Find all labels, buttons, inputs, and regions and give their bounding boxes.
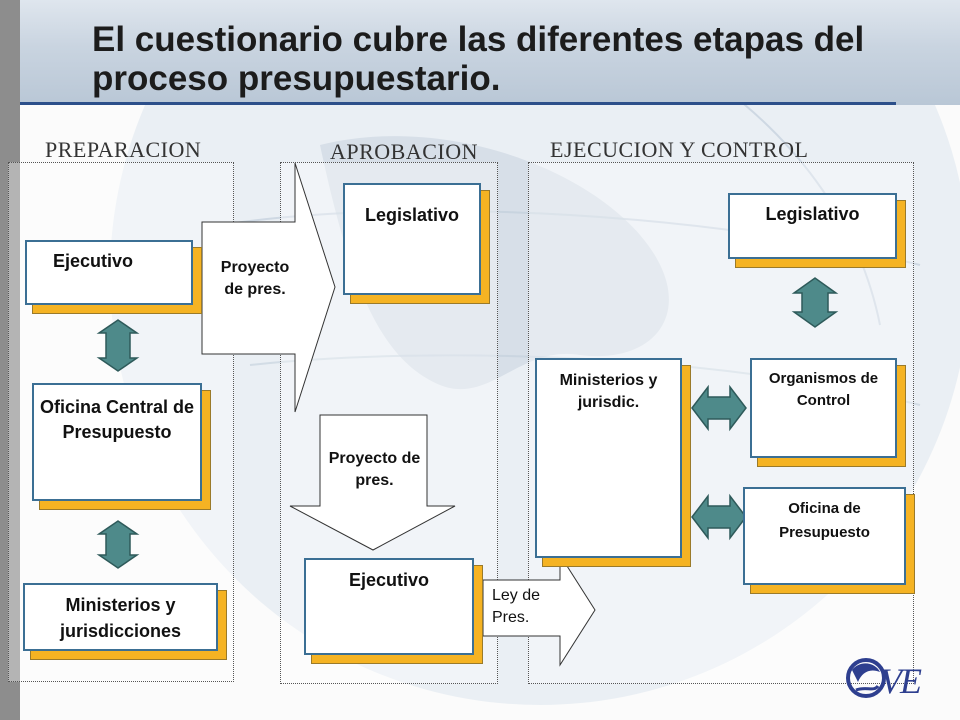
proyecto-label-2: Proyecto de pres. (328, 450, 421, 489)
proyecto-right-arrow (201, 162, 336, 413)
box-prep-ejecutivo: Ejecutivo (25, 240, 193, 305)
box-ejc-oficina: Oficina de Presupuesto (743, 487, 906, 585)
double-arrow-prep-2 (96, 520, 140, 569)
proyecto-down-arrow (289, 414, 456, 551)
box-apr-legislativo: Legislativo (343, 183, 481, 295)
box-ejc-organismos: Organismos de Control (750, 358, 897, 458)
double-arrow-prep-1 (96, 319, 140, 372)
phase-aprobacion: APROBACION (330, 139, 479, 164)
box-prep-oficina-central: Oficina Central de Presupuesto (32, 383, 202, 501)
page-title: El cuestionario cubre las diferentes eta… (92, 20, 865, 98)
proyecto-label-1: Proyecto de pres. (220, 259, 290, 298)
box-ejc-legislativo: Legislativo (728, 193, 897, 259)
left-bar (0, 0, 20, 720)
phase-preparacion: PREPARACION (45, 137, 202, 162)
box-apr-ejecutivo: Ejecutivo (304, 558, 474, 655)
logo-text: VE (880, 661, 922, 701)
ley-label: Ley de Pres. (492, 587, 541, 626)
title-banner (20, 0, 960, 105)
double-arrow-ejc-vertical (791, 277, 839, 328)
box-prep-ministerios: Ministerios y jurisdicciones (23, 583, 218, 651)
double-arrow-ejc-h2 (691, 493, 747, 541)
ley-right-arrow (482, 553, 596, 667)
box-ejc-ministerios: Ministerios y jurisdic. (535, 358, 682, 558)
title-rule (20, 102, 896, 105)
double-arrow-ejc-h1 (691, 384, 747, 432)
phase-ejecucion-control: EJECUCION Y CONTROL (550, 137, 809, 162)
